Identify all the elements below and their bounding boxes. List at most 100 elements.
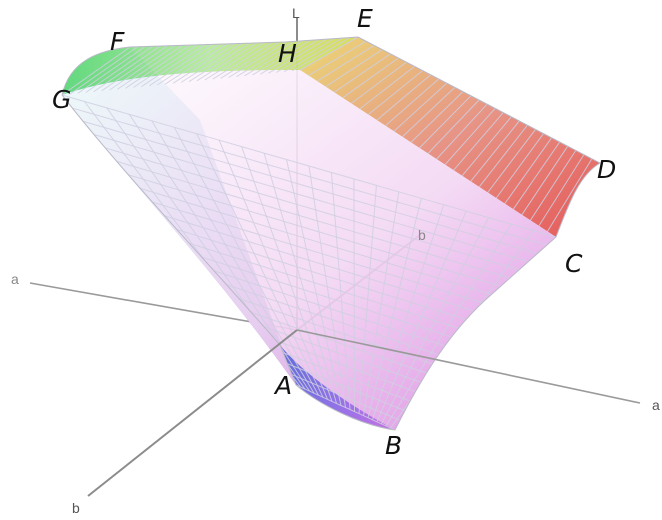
wireframe-line <box>504 137 553 204</box>
b-axis-positive-label: b <box>418 227 426 243</box>
wireframe-line <box>232 305 440 378</box>
wireframe-line <box>384 78 440 127</box>
wireframe-line <box>146 200 498 308</box>
wireframe-line <box>436 103 488 160</box>
vertex-label-f: F <box>110 27 125 56</box>
wireframe-line <box>299 37 359 71</box>
wireframe-line <box>125 173 513 291</box>
vertex-label-b: B <box>385 431 402 460</box>
wireframe-line <box>410 91 464 143</box>
vertex-label-e: E <box>357 4 373 33</box>
wireframe-line <box>77 45 146 94</box>
b-axis-negative-label: b <box>72 500 80 516</box>
wireframe-line <box>101 44 169 92</box>
wireframe-line <box>359 66 415 110</box>
wireframe-line <box>136 186 505 299</box>
l-axis-label: L <box>292 5 300 21</box>
wireframe-line <box>260 38 321 75</box>
solid-outline <box>61 36 602 431</box>
wireframe-line <box>419 95 472 149</box>
wireframe-line <box>72 107 549 247</box>
wireframe-line <box>538 154 585 227</box>
wireframe-line <box>478 124 528 188</box>
wireframe-line <box>200 265 462 352</box>
wireframe-line <box>104 147 527 273</box>
wireframe-line <box>291 37 351 72</box>
wireframe-line <box>178 239 476 334</box>
wireframe-line <box>125 43 192 89</box>
wireframe-line <box>228 39 290 78</box>
wireframe-line <box>85 45 154 93</box>
wireframe-line <box>196 40 260 82</box>
wireframe-line <box>109 44 176 91</box>
wireframe-line <box>189 252 469 343</box>
wireframe-line <box>512 141 561 210</box>
wireframe-line <box>115 160 520 282</box>
wireframe-line <box>316 44 375 82</box>
wireframe-line <box>69 46 138 95</box>
wireframe-line <box>221 292 447 370</box>
wireframe-line <box>93 134 535 264</box>
wireframe-line <box>117 44 184 90</box>
wireframe-line <box>180 41 245 83</box>
solid-face-yellow-red <box>300 37 600 237</box>
wireframe-line <box>204 40 268 81</box>
wireframe-line <box>342 57 399 99</box>
wireframe-line <box>93 45 161 93</box>
vertex-label-c: C <box>565 249 583 278</box>
wireframe-line <box>285 371 403 422</box>
b-axis-negative-line <box>87 329 298 497</box>
wireframe-line <box>188 41 252 83</box>
wireframe-line <box>62 46 131 96</box>
wireframe-line <box>141 43 207 88</box>
wireframe-line <box>275 37 336 73</box>
wireframe-line <box>470 120 520 182</box>
wireframe-line <box>308 40 367 77</box>
wireframe-line <box>156 42 222 86</box>
wireframe-line <box>242 318 432 387</box>
wireframe-line <box>133 43 199 88</box>
wireframe-line <box>157 213 491 317</box>
wireframe-line <box>268 37 328 74</box>
solid-face-blue-violet <box>280 345 395 430</box>
vertex-label-a: A <box>273 371 292 400</box>
wireframe-line <box>495 133 544 199</box>
wireframe-line <box>212 40 275 80</box>
wireframe-line <box>529 150 577 221</box>
wireframe-line <box>168 226 483 326</box>
wireframe-line <box>367 70 423 115</box>
wireframe-line <box>325 49 383 88</box>
wireframe-line <box>333 53 391 93</box>
a-axis-positive-line <box>296 329 641 404</box>
a-axis-positive-label: a <box>652 397 660 413</box>
wireframe-line <box>393 82 448 132</box>
wireframe-line <box>547 158 593 232</box>
wireframe-line <box>444 108 496 165</box>
wireframe-line <box>220 39 283 79</box>
wireframe-line <box>274 358 410 413</box>
wireframe-line <box>376 74 431 121</box>
wireframe-line <box>172 41 237 84</box>
vertex-label-d: D <box>597 155 616 184</box>
wireframe-line <box>402 87 456 138</box>
wireframe-line <box>210 279 454 361</box>
vertex-label-g: G <box>52 85 71 114</box>
wireframe-line <box>521 145 569 215</box>
wireframe-line <box>427 99 480 154</box>
a-axis-negative-label: a <box>11 271 19 287</box>
wireframe-line <box>263 345 418 405</box>
wireframe-line <box>461 116 512 177</box>
wireframe-line <box>62 94 557 238</box>
gamut-solid <box>61 36 602 431</box>
wireframe-line <box>283 37 344 73</box>
wireframe-line <box>487 129 536 193</box>
wireframe-line <box>236 39 298 78</box>
wireframe-line <box>83 120 542 255</box>
wireframe-line <box>164 42 230 85</box>
wireframe-line <box>149 42 214 87</box>
wireframe-line <box>244 38 306 77</box>
wireframe-line <box>350 61 407 104</box>
wireframe-line <box>295 384 396 430</box>
